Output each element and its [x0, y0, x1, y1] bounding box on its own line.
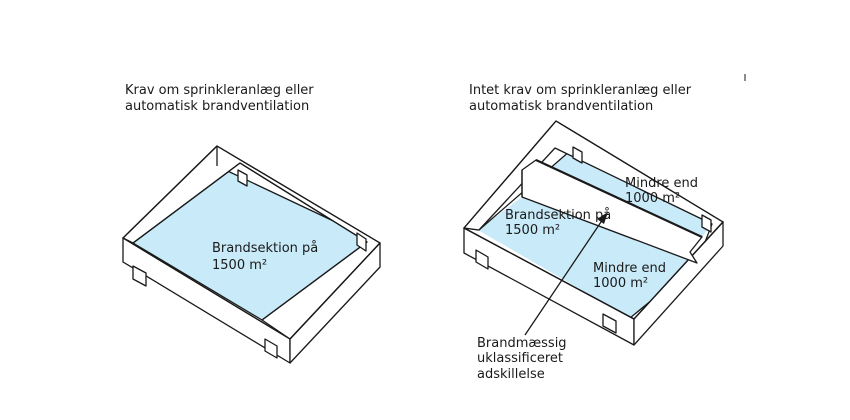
left-building [122, 145, 381, 364]
annotation-arrow-line [524, 218, 604, 336]
right-window-4 [572, 146, 583, 164]
right-window-1 [475, 249, 489, 270]
annotation-arrowhead [597, 212, 608, 224]
right-floor-main [478, 197, 697, 318]
right-window-3 [701, 214, 712, 233]
partition-edge [535, 159, 703, 238]
left-window-2 [264, 338, 278, 359]
right-main-label: Brandsektion på 1500 m² [505, 208, 615, 238]
right-window-2 [602, 313, 617, 334]
right-lower-label: Mindre end 1000 m² [593, 261, 670, 291]
left-floor [133, 163, 367, 320]
left-window-4 [237, 169, 248, 187]
right-building [463, 120, 724, 346]
right-upper-label: Mindre end 1000 m² [625, 176, 702, 206]
right-caption: Intet krav om sprinkleranlæg eller autom… [469, 83, 695, 114]
right-floor-upper [536, 148, 712, 237]
left-area-label: Brandsektion på 1500 m² [212, 241, 322, 273]
left-caption: Krav om sprinkleranlæg eller automatisk … [125, 83, 318, 114]
left-window-3 [356, 232, 367, 252]
left-window-1 [132, 265, 147, 287]
annotation-label: Brandmæssig uklassificeret adskillelse [477, 336, 571, 382]
